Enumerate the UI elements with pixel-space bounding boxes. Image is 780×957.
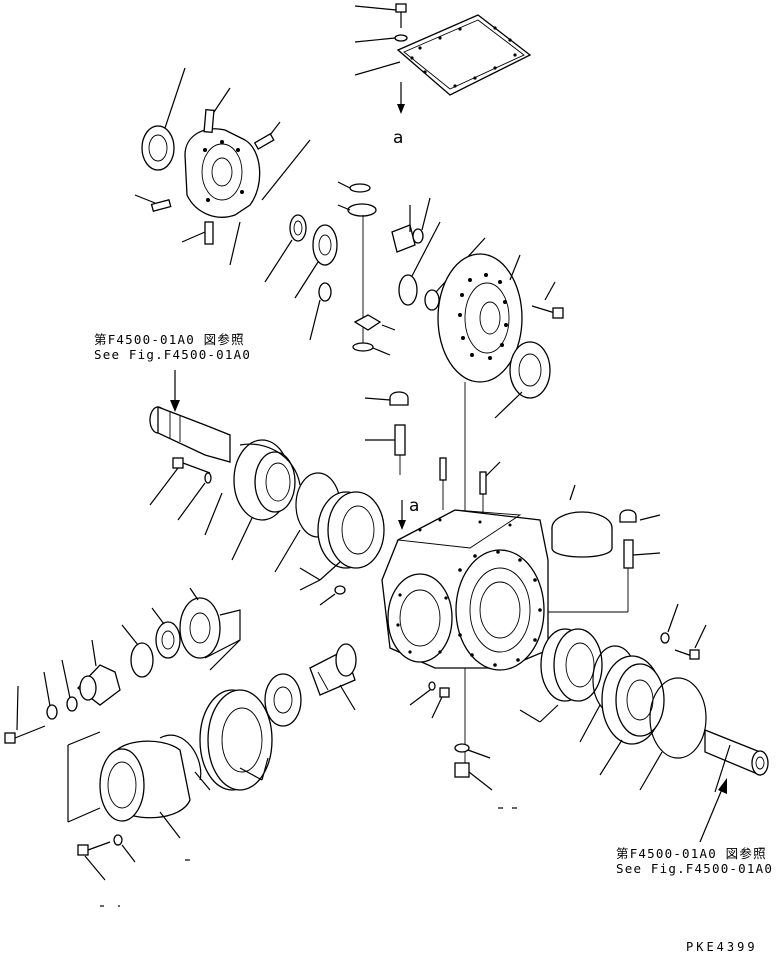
marker-a-mid: a [409, 496, 420, 516]
reference-arrow-right [699, 778, 727, 843]
reference-arrow-left [170, 370, 180, 412]
shims-right [519, 628, 603, 723]
drain-plug [409, 681, 493, 791]
arrow-a-mid [398, 500, 406, 530]
main-housing [381, 509, 549, 671]
arrow-a-top [397, 82, 405, 114]
drawing-code: PKE4399 [686, 940, 758, 954]
coupling-yoke [77, 639, 121, 706]
plug-small [319, 585, 346, 606]
diff-case [184, 128, 261, 218]
bearing-cage-left [231, 439, 301, 561]
dowel-pins [439, 457, 501, 515]
breather-cap [364, 391, 409, 406]
oring-lower [159, 734, 211, 791]
reference-line1: 第F4500-01A0 図参照 [616, 846, 767, 861]
pinion-gear-top [391, 205, 416, 253]
reference-line2: See Fig.F4500-01A0 [94, 347, 252, 362]
thrust-washer-left [264, 214, 307, 283]
ring-gear [437, 253, 523, 770]
cover-bolt [354, 3, 407, 28]
pinion-bearing-upper [179, 587, 241, 671]
marker-a-top: a [393, 128, 404, 148]
output-shaft-left [149, 406, 231, 463]
side-gear-right [398, 221, 441, 306]
bearing-cage-right [599, 655, 665, 776]
pinion-washers [337, 181, 377, 345]
pinion-cage [67, 731, 191, 839]
pinion-gear [309, 643, 357, 711]
shims-left [299, 491, 385, 591]
reference-label-bottom-right: 第F4500-01A0 図参照 See Fig.F4500-01A0 [616, 846, 773, 876]
breather-right [548, 509, 661, 613]
side-gear-left [294, 224, 338, 299]
cover-plate [396, 14, 532, 96]
diff-bearing-right [494, 341, 551, 419]
diff-case-bearing [141, 67, 186, 171]
reference-line2: See Fig.F4500-01A0 [616, 861, 774, 876]
oring-large-right [639, 677, 707, 791]
pinion-seal [121, 624, 154, 678]
yoke-bolt [4, 685, 46, 744]
pinion-bearing-lower [264, 673, 302, 727]
pinion-washer-small [412, 197, 431, 244]
shims-lower [199, 689, 273, 791]
bolt-right [660, 603, 707, 660]
cage-bolt [77, 834, 136, 881]
reference-line1: 第F4500-01A0 図参照 [94, 332, 245, 347]
breather [365, 424, 406, 475]
output-shaft-right [704, 729, 769, 793]
ring-gear-bolt [531, 281, 564, 319]
yoke-washers [43, 659, 78, 720]
cover-washer [354, 34, 408, 43]
bearing-cup-right [551, 484, 613, 558]
pinion-shaft-washers [309, 282, 396, 356]
bolt-left [149, 457, 223, 536]
pinion-spacer [151, 607, 181, 659]
diff-pins [134, 87, 311, 266]
reference-label-top-left: 第F4500-01A0 図参照 See Fig.F4500-01A0 [94, 332, 251, 362]
